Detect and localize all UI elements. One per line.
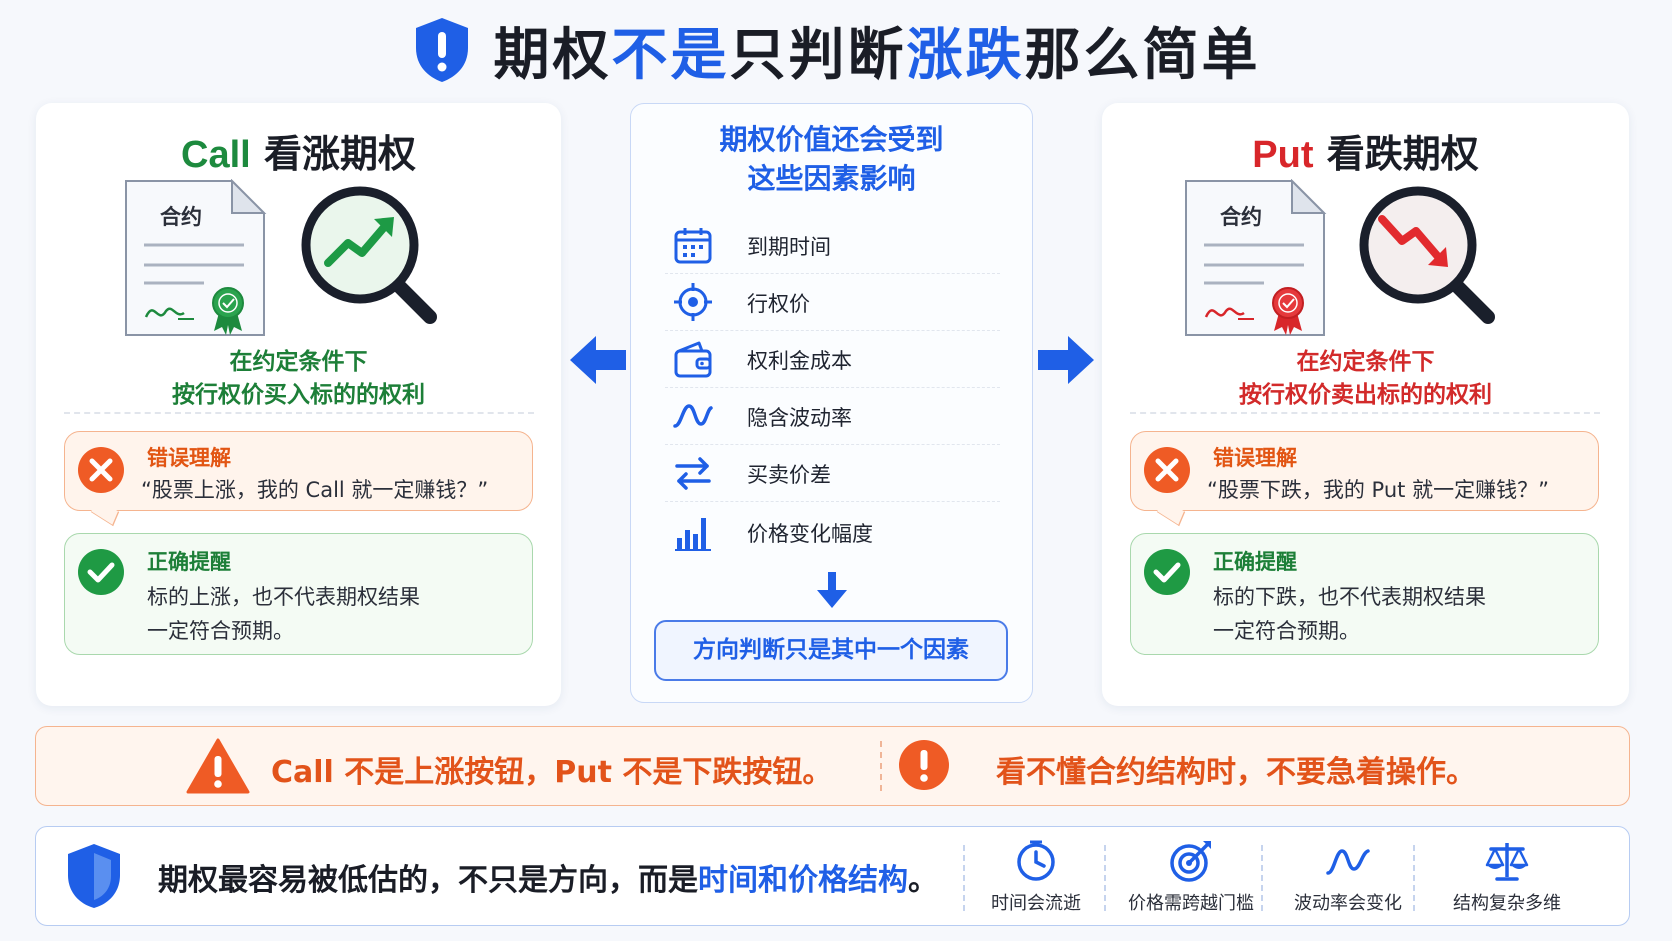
factor-item: 隐含波动率 [665,388,1000,442]
factor-item: 行权价 [665,274,1000,328]
contract-label: 合约 [1220,205,1262,229]
document-icon [1185,178,1327,336]
put-wrong-box: 错误理解 “股票下跌，我的 Put 就一定赚钱？” [1130,431,1599,527]
factor-label: 权利金成本 [747,349,852,373]
summary-text: 期权最容易被低估的，不只是方向，而是时间和价格结构。 [158,863,938,898]
call-wrong-box: 错误理解 “股票上涨，我的 Call 就一定赚钱？” [64,431,533,527]
shield-icon [68,844,120,908]
factor-item: 权利金成本 [665,331,1000,385]
wrong-title: 错误理解 [1213,446,1297,470]
factor-label: 行权价 [747,292,810,316]
document-icon [125,178,267,336]
page-title: 期权不是只判断涨跌那么简单 [493,22,1261,88]
target-arrow-icon [1170,841,1211,882]
summary-item: 波动率会变化 [1273,839,1423,919]
divider [64,412,534,414]
summary-item-label: 结构复杂多维 [1453,893,1561,914]
alert-circle-icon [899,740,949,790]
call-right-box: 正确提醒 标的上涨，也不代表期权结果 一定符合预期。 [64,533,533,655]
summary-item: 时间会流逝 [961,839,1111,919]
factor-item: 买卖价差 [665,445,1000,499]
red-seal-icon [1272,287,1304,335]
error-x-icon [78,447,124,493]
check-circle-icon [78,549,124,595]
right-title: 正确提醒 [1213,550,1297,574]
warning-triangle-icon [186,738,250,794]
magnifier-trend-down-icon [1359,186,1495,324]
error-x-icon [1144,447,1190,493]
arrow-down-icon [817,572,847,608]
wave-icon [673,404,713,428]
wrong-text: “股票下跌，我的 Put 就一定赚钱？” [1207,478,1549,502]
put-card: Put 看跌期权 合约 在约定条件下 按行权价卖出标的的权 [1102,103,1629,706]
wallet-icon [674,341,712,378]
summary-item-label: 时间会流逝 [991,893,1081,914]
right-title: 正确提醒 [147,550,231,574]
factor-label: 买卖价差 [747,463,831,487]
target-icon [674,283,712,321]
wave-icon [1326,849,1370,875]
put-right-box: 正确提醒 标的下跌，也不代表期权结果 一定符合预期。 [1130,533,1599,655]
divider [1130,412,1600,414]
factors-card: 期权价值还会受到 这些因素影响 到期时间 行权价 [630,103,1033,703]
warning-text-2: 看不懂合约结构时，不要急着操作。 [996,755,1476,790]
summary-item-label: 价格需跨越门槛 [1128,893,1254,914]
wrong-text: “股票上涨，我的 Call 就一定赚钱？” [141,478,489,502]
factor-item: 到期时间 [665,217,1000,271]
arrow-left-icon [570,336,626,384]
swap-arrows-icon [675,457,711,490]
summary-bar: 期权最容易被低估的，不只是方向，而是时间和价格结构。 时间会流逝 价格需跨越门槛… [35,826,1630,926]
scale-icon [1485,843,1529,881]
right-text: 标的下跌，也不代表期权结果 一定符合预期。 [1213,585,1486,643]
warning-bar: Call 不是上涨按钮，Put 不是下跌按钮。 看不懂合约结构时，不要急着操作。 [35,726,1630,806]
call-description: 在约定条件下 按行权价买入标的的权利 [172,349,425,408]
bar-chart-icon [675,518,711,551]
contract-label: 合约 [160,205,202,229]
factor-item: 价格变化幅度 [665,504,1000,558]
factor-label: 价格变化幅度 [747,522,873,546]
warning-text-1: Call 不是上涨按钮，Put 不是下跌按钮。 [271,755,833,790]
summary-item: 价格需跨越门槛 [1116,839,1266,919]
call-heading: Call 看涨期权 [181,132,416,176]
factors-heading: 期权价值还会受到 这些因素影响 [719,123,944,195]
call-card: Call 看涨期权 合约 在约定条件下 按行权价买入标的的 [36,103,561,706]
factor-label: 到期时间 [747,235,831,259]
summary-item-label: 波动率会变化 [1294,893,1402,914]
title-row: 期权不是只判断涨跌那么简单 [0,10,1672,90]
green-seal-icon [212,287,244,335]
contract-document: 合约 [124,178,268,349]
put-description: 在约定条件下 按行权价卖出标的的权利 [1239,349,1492,408]
factors-conclusion: 方向判断只是其中一个因素 [654,620,1008,681]
check-circle-icon [1144,549,1190,595]
contract-document: 合约 [1184,178,1328,349]
arrow-right-icon [1038,336,1094,384]
factor-label: 隐含波动率 [747,406,852,430]
put-heading: Put 看跌期权 [1252,132,1479,176]
clock-icon [1017,840,1055,881]
magnifier-trend-up-icon [301,186,437,324]
shield-alert-icon [415,18,468,82]
calendar-icon [674,228,712,264]
right-text: 标的上涨，也不代表期权结果 一定符合预期。 [147,585,420,643]
wrong-title: 错误理解 [147,446,231,470]
summary-item: 结构复杂多维 [1432,839,1582,919]
